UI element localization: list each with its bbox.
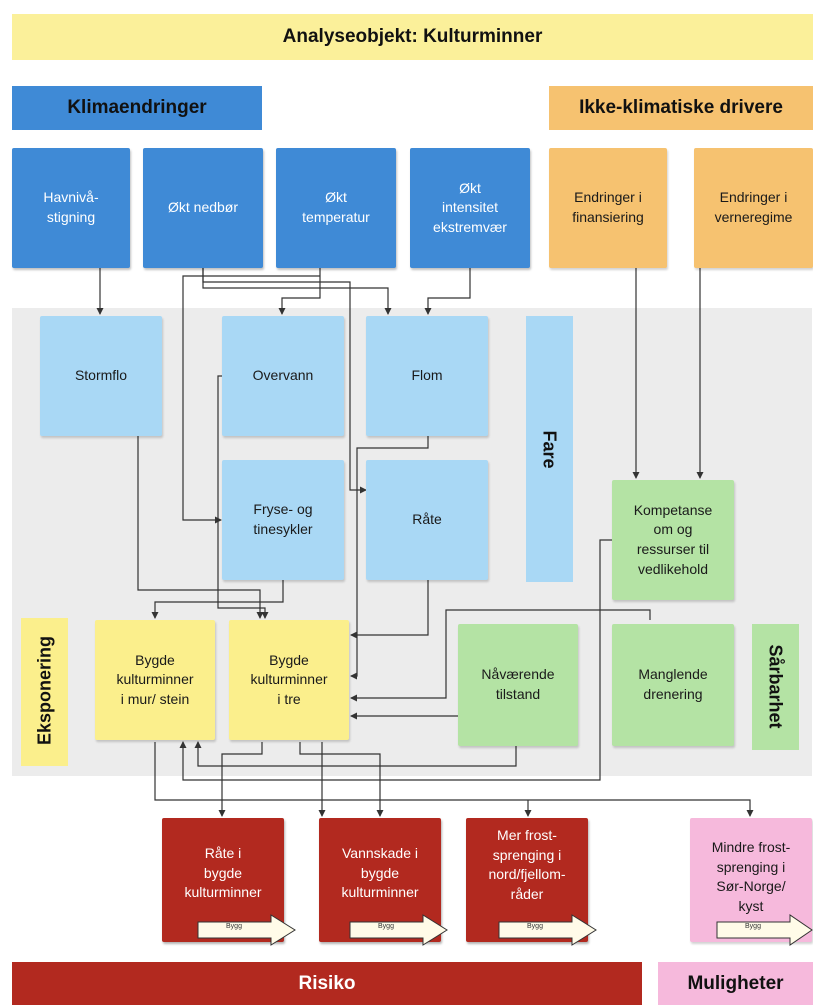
vulnerability-label: Sårbarhet (765, 644, 786, 729)
edge-temp-freeze-thaw (182, 275, 320, 524)
page-title-text: Analyseobjekt: Kulturminner (282, 26, 543, 47)
edge-wood-water-damage (299, 742, 384, 817)
bygg-tag: Bygg (498, 914, 598, 946)
nonclimate-header-text: Ikke-klimatiske drivere (579, 97, 783, 118)
opportunities-header: Muligheter (658, 962, 813, 1005)
bygg-tag-label: Bygg (226, 923, 242, 930)
risk-header-text: Risiko (298, 972, 356, 994)
hazard-label: Fare (539, 430, 560, 469)
node-current-state: Nåværende tilstand (458, 624, 578, 746)
node-competence: Kompetanse om og ressurser til vedlikeho… (612, 480, 734, 600)
node-protection-regime: Endringer i verneregime (694, 148, 813, 268)
edge-competence-masonry (179, 539, 612, 781)
node-frost-north: Mer frost- sprenging i nord/fjellom- råd… (466, 818, 588, 942)
node-sea-level-rise: Havnivå- stigning (12, 148, 130, 268)
node-increased-temperature: Økt temperatur (276, 148, 396, 268)
node-rot-risk: Råte i bygde kulturminner (162, 818, 284, 942)
bygg-tag-label: Bygg (527, 923, 543, 930)
node-freeze-thaw: Fryse- og tinesykler (222, 460, 344, 580)
vulnerability-label-bar (752, 624, 799, 750)
edge-freeze-thaw-masonry (151, 580, 284, 619)
node-extreme-weather: Økt intensitet ekstremvær (410, 148, 530, 268)
bygg-tag-label: Bygg (745, 923, 761, 930)
page-title: Analyseobjekt: Kulturminner (12, 14, 813, 60)
exposure-label-bar (21, 618, 68, 766)
node-financing-changes: Endringer i finansiering (549, 148, 667, 268)
bygg-tag: Bygg (349, 914, 449, 946)
node-surface-water: Overvann (222, 316, 344, 436)
node-storm-surge: Stormflo (40, 316, 162, 436)
edge-extreme-flood (424, 268, 471, 315)
node-water-damage: Vannskade i bygde kulturminner (319, 818, 441, 942)
node-masonry-heritage: Bygde kulturminner i mur/ stein (95, 620, 215, 740)
edge-storm-surge-masonry (137, 436, 264, 619)
edge-precip-rot (202, 268, 367, 494)
edge-flood-wood (350, 436, 429, 680)
opportunities-header-text: Muligheter (687, 972, 784, 994)
node-flood: Flom (366, 316, 488, 436)
edge-drainage-wood (350, 609, 651, 702)
edge-masonry-risks (154, 742, 754, 817)
node-rot-hazard: Råte (366, 460, 488, 580)
edge-precip-flood (202, 268, 392, 315)
node-increased-precipitation: Økt nedbør (143, 148, 263, 268)
node-missing-drainage: Manglende drenering (612, 624, 734, 746)
nonclimate-header: Ikke-klimatiske drivere (549, 86, 813, 130)
edge-wood-rot-risk (218, 742, 263, 817)
risk-header: Risiko (12, 962, 642, 1005)
bygg-tag-label: Bygg (378, 923, 394, 930)
bygg-tag: Bygg (716, 914, 813, 946)
bygg-tag: Bygg (197, 914, 297, 946)
climate-header-text: Klimaendringer (67, 97, 207, 118)
edge-rot-wood (350, 580, 429, 639)
exposure-label: Eksponering (34, 635, 55, 746)
edge-temp-surface-water (278, 268, 321, 315)
edge-current-state-masonry (194, 741, 517, 767)
climate-header: Klimaendringer (12, 86, 262, 130)
node-wooden-heritage: Bygde kulturminner i tre (229, 620, 349, 740)
hazard-label-bar (526, 316, 573, 582)
